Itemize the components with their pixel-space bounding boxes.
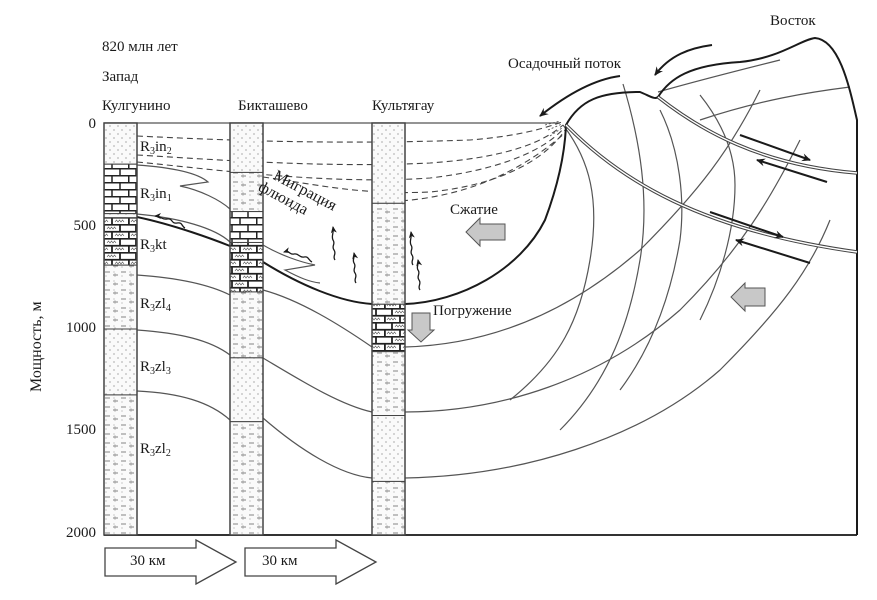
- lithology-layer-sandstone: [229, 357, 264, 423]
- sediment-flow-label: Осадочный поток: [508, 56, 621, 72]
- subsidence-label: Погружение: [433, 303, 512, 319]
- fm-base: R: [140, 359, 151, 375]
- fm-sub: 3: [150, 193, 156, 204]
- fm-name: in: [155, 139, 167, 155]
- thrust-faults: [564, 95, 858, 254]
- column-outline: [371, 122, 406, 536]
- lithology-layer-limestone: [229, 211, 264, 243]
- lithology-layer-siltstone: [371, 202, 406, 305]
- lithology-layer-sandstone: [103, 213, 138, 219]
- formation-boundaries: [136, 59, 851, 479]
- compression-arrow-right: [730, 281, 766, 313]
- column-outline: [229, 122, 264, 536]
- lithology-layer-sandstone: [229, 122, 264, 173]
- dashed-strata-lines: [136, 121, 566, 203]
- y-tick-500: 500: [73, 218, 97, 234]
- lithology-layer-dolomite: [103, 217, 138, 266]
- well-label-kultyagau: Культягау: [372, 98, 435, 114]
- y-tick-1000: 1000: [66, 320, 96, 336]
- fm-sub: 3: [150, 244, 156, 255]
- lithology-layer-dolomite: [229, 241, 264, 293]
- fm-sub: 4: [165, 303, 171, 314]
- lithology-layer-siltstone: [371, 480, 406, 536]
- well-column: [371, 122, 406, 536]
- lithology-layer-siltstone: [229, 291, 264, 359]
- fluid-migration-arrows: [154, 213, 423, 291]
- fm-sub: 3: [150, 303, 156, 314]
- lithology-layer-siltstone: [103, 394, 138, 536]
- fm-base: R: [140, 441, 151, 457]
- lithology-layer-sandstone: [103, 122, 138, 165]
- fm-sub: 3: [150, 448, 156, 459]
- fm-name: zl: [155, 296, 166, 312]
- fm-base: R: [140, 296, 151, 312]
- subsidence-arrow: [406, 312, 436, 343]
- well-label-kulgunino: Кулгунино: [102, 98, 171, 114]
- lithology-layer-sandstone: [371, 415, 406, 482]
- formation-label-r3in1: R3in1: [140, 187, 172, 204]
- fm-base: R: [140, 139, 151, 155]
- basin-boundary: [136, 36, 858, 535]
- fm-base: R: [140, 237, 151, 253]
- lithology-layer-siltstone: [371, 351, 406, 417]
- column-outline: [103, 122, 138, 536]
- well-column: [229, 122, 264, 536]
- y-axis-label: Мощность, м: [28, 301, 45, 392]
- well-columns: [103, 122, 406, 536]
- east-label: Восток: [770, 13, 816, 29]
- compression-arrow: [465, 216, 506, 248]
- fault-slip-arrows: [709, 134, 828, 264]
- scale-arrow-2: [244, 538, 378, 586]
- fm-base: R: [140, 186, 151, 202]
- lithology-layer-siltstone: [229, 421, 264, 536]
- fm-sub: 3: [165, 366, 171, 377]
- formation-label-r3zl2: R3zl2: [140, 442, 171, 459]
- scale-label-2: 30 км: [262, 553, 298, 569]
- formation-label-r3zl3: R3zl3: [140, 360, 171, 377]
- lithology-layer-limestone: [103, 163, 138, 215]
- y-tick-1500: 1500: [66, 422, 96, 438]
- fm-name: zl: [155, 441, 166, 457]
- sediment-flow-arrows: [539, 44, 713, 117]
- lithology-layer-dolomite: [371, 303, 406, 353]
- compression-label: Сжатие: [450, 202, 498, 218]
- formation-label-r3zl4: R3zl4: [140, 297, 171, 314]
- scale-arrow-1: [104, 538, 238, 586]
- fm-name: in: [155, 186, 167, 202]
- y-tick-2000: 2000: [66, 525, 96, 541]
- age-label: 820 млн лет: [102, 39, 178, 55]
- lithology-layer-siltstone: [103, 264, 138, 330]
- fm-name: zl: [155, 359, 166, 375]
- lithology-layer-sandstone: [103, 328, 138, 396]
- fm-name: kt: [155, 237, 167, 253]
- fm-sub: 3: [150, 146, 156, 157]
- well-label-biktashevo: Бикташево: [238, 98, 308, 114]
- well-column: [103, 122, 138, 536]
- fm-sub: 3: [150, 366, 156, 377]
- fm-sub: 2: [165, 448, 171, 459]
- fm-sub: 1: [166, 193, 172, 204]
- lithology-layer-sandstone: [371, 122, 406, 204]
- sediment-fan: [544, 120, 563, 137]
- formation-label-r3kt: R3kt: [140, 238, 167, 255]
- y-tick-0: 0: [88, 116, 97, 132]
- fm-sub: 2: [166, 146, 172, 157]
- formation-label-r3in2: R3in2: [140, 140, 172, 157]
- scale-label-1: 30 км: [130, 553, 166, 569]
- west-label: Запад: [102, 69, 139, 85]
